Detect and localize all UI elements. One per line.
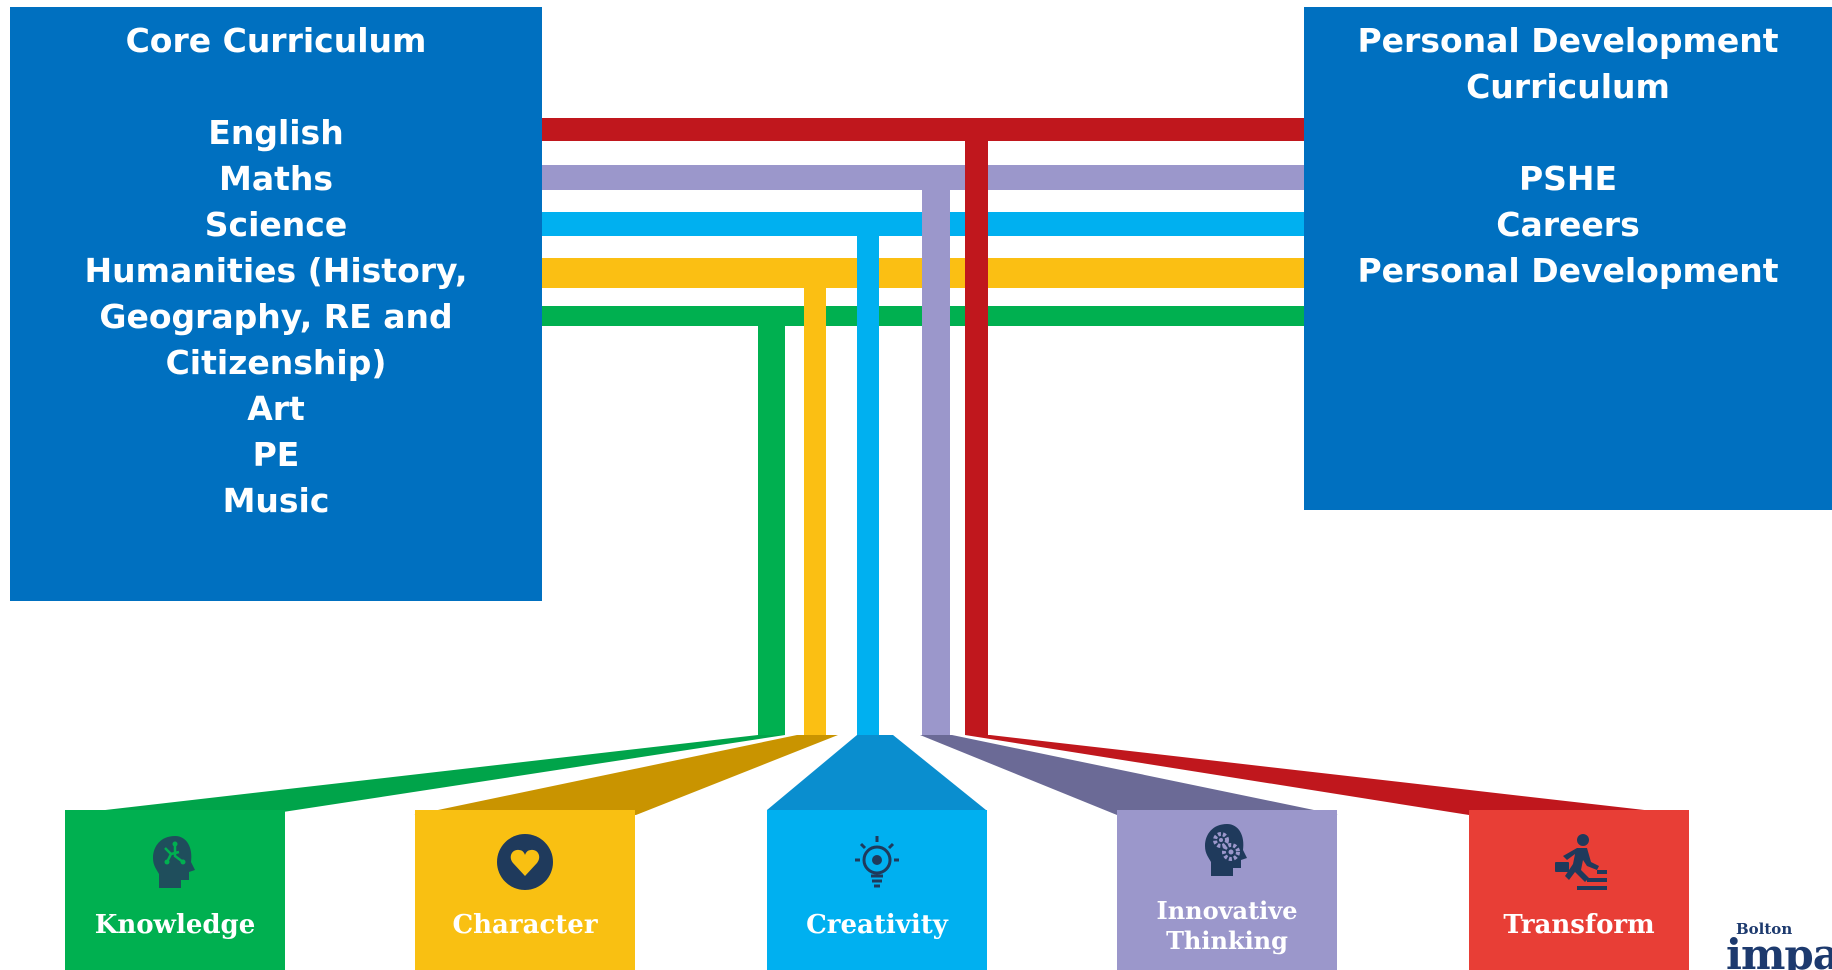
pillar-creativity: Creativity — [767, 810, 987, 970]
drop-cyan — [857, 232, 879, 735]
drop-red — [965, 136, 988, 735]
core-item-geography: Geography, RE and — [99, 297, 453, 336]
bar-maths — [542, 165, 1304, 190]
core-title: Core Curriculum — [125, 21, 427, 60]
drop-yellow — [804, 258, 826, 735]
lightbulb-icon — [767, 832, 987, 892]
pd-title-line1: Personal Development — [1357, 21, 1779, 60]
pillar-character-label: Character — [452, 910, 598, 940]
pillar-character: Character — [415, 810, 635, 970]
core-item-music: Music — [222, 481, 330, 520]
pd-item-pshe: PSHE — [1518, 159, 1618, 198]
pillar-innovative-label-line2: Thinking — [1166, 926, 1288, 955]
heart-circle-icon — [415, 832, 635, 892]
pd-item-careers: Careers — [1496, 205, 1640, 244]
personal-development-box: Personal Development Curriculum PSHE Car… — [1304, 7, 1832, 510]
funnel-character — [414, 735, 838, 815]
core-item-maths: Maths — [218, 159, 334, 198]
funnel-creativity — [767, 735, 986, 810]
pd-item-personal-development: Personal Development — [1357, 251, 1779, 290]
bar-english — [542, 118, 1304, 141]
brain-head-icon — [65, 832, 285, 892]
pillar-transform: Transform — [1469, 810, 1689, 970]
pillar-innovative-label-line1: Innovative — [1156, 896, 1298, 925]
core-item-humanities: Humanities (History, — [84, 251, 468, 290]
funnel-knowledge — [88, 735, 785, 812]
core-item-science: Science — [204, 205, 348, 244]
funnel-innovative — [920, 735, 1338, 815]
pd-title-line2: Curriculum — [1466, 67, 1670, 106]
runner-steps-icon — [1469, 832, 1689, 892]
bolton-impact-logo: Bolton impac — [1722, 918, 1832, 970]
core-curriculum-box: Core Curriculum English Maths Science Hu… — [10, 7, 542, 601]
drop-purple — [922, 186, 950, 735]
funnel-transform — [965, 735, 1688, 815]
core-item-pe: PE — [252, 435, 300, 474]
logo-line2: impac — [1726, 930, 1832, 970]
pillar-knowledge-label: Knowledge — [94, 910, 256, 940]
pillar-knowledge: Knowledge — [65, 810, 285, 970]
pillar-innovative-thinking: Innovative Thinking — [1117, 810, 1337, 970]
pillar-creativity-label: Creativity — [806, 910, 948, 940]
drop-green — [758, 320, 785, 735]
core-item-english: English — [208, 113, 344, 152]
core-item-art: Art — [247, 389, 305, 428]
core-item-citizenship: Citizenship) — [165, 343, 387, 382]
pillar-transform-label: Transform — [1503, 910, 1655, 940]
logo-line1: Bolton — [1736, 920, 1793, 938]
gears-head-icon — [1117, 820, 1337, 880]
